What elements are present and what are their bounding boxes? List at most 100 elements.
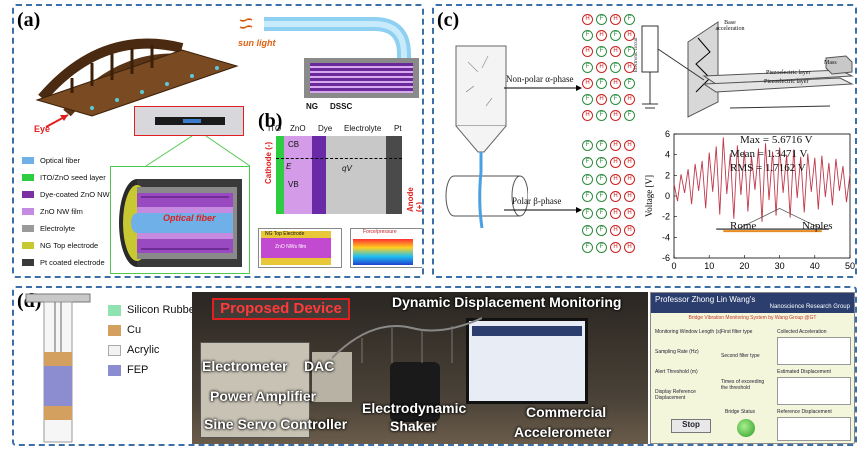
base-acceleration-label: Base acceleration (715, 20, 745, 32)
mass-label: Mass (824, 60, 837, 66)
qv-label: qV (342, 164, 352, 173)
ito-header: ITO (268, 124, 282, 133)
fiber-zoom-box: Optical fiber (110, 166, 250, 274)
cathode-label: Cathode (-) (264, 141, 273, 184)
zno-header: ZnO (290, 124, 306, 133)
naples-label: Naples (802, 220, 833, 232)
light-fiber (264, 17, 411, 89)
monitoring-gui: Professor Zhong Lin Wang's Nanoscience R… (650, 292, 855, 444)
ef-label: E (286, 162, 292, 171)
x-tick-label: 30 (775, 261, 785, 271)
zoom-lines (145, 135, 251, 167)
optical-fiber-label: Optical fiber (163, 213, 216, 223)
fiber-spin-illustration (445, 45, 528, 229)
gui-estimated-label: Estimated Displacement (777, 369, 831, 375)
electrolyte-header: Electrolyte (344, 124, 382, 133)
panel-a-label: (a) (17, 9, 41, 31)
collected-plot (777, 337, 851, 365)
legend-item: Optical fiber (22, 156, 80, 165)
y-tick-label: 2 (665, 170, 670, 180)
sun-rays-icon (239, 18, 253, 29)
x-tick-label: 0 (671, 261, 676, 271)
polar-arrow (504, 207, 582, 213)
x-tick-label: 50 (845, 261, 855, 271)
x-tick-label: 40 (810, 261, 820, 271)
ng-label: NG (306, 102, 318, 111)
proposed-device-box: Proposed Device (212, 298, 350, 320)
eye-label: Eye (34, 124, 51, 134)
stop-button[interactable]: Stop (671, 419, 711, 433)
force-label: Force/pressure (363, 229, 397, 235)
y-tick-label: 0 (665, 191, 670, 201)
gui-collected-label: Collected Acceleration (777, 329, 827, 335)
proposed-device-label: Proposed Device (220, 300, 342, 317)
gui-title: Professor Zhong Lin Wang's (655, 295, 756, 304)
dynamic-monitoring-label: Dynamic Displacement Monitoring (392, 294, 622, 310)
panel-d: (d) Silicon Rubber Cu Acrylic FEP Propos… (12, 286, 857, 446)
vb-label: VB (288, 180, 299, 189)
y-tick-label: -4 (662, 232, 670, 242)
gui-alert-label: Alert Threshold (m) (655, 369, 698, 375)
zno-film-label: ZnO NWs film (275, 244, 307, 250)
gui-display-label: Display Reference Displacement (655, 389, 696, 401)
panel-c-label: (c) (437, 9, 460, 31)
electrodynamic-label: Electrodynamic (362, 400, 467, 416)
y-tick-label: -6 (662, 253, 670, 263)
legend-item: NG Top electrode (22, 241, 98, 250)
electronic-circuit-label: Electronic circuit (634, 37, 639, 72)
sine-servo-label: Sine Servo Controller (204, 416, 348, 432)
ng-diagram-left: NG Top Electrode ZnO NWs film (258, 228, 342, 268)
piezo-layer-bottom: Piezoelectric layer (764, 79, 809, 85)
legend-item: ZnO NW film (22, 207, 83, 216)
electrometer-label: Electrometer (202, 358, 288, 374)
gui-sampling-label: Sampling Rate (Hz) (655, 349, 699, 355)
bridge-cables (737, 207, 823, 230)
bridge-illustration (35, 38, 239, 117)
legend-item: FEP (108, 364, 148, 376)
power-amplifier-label: Power Amplifier (210, 388, 317, 404)
panel-b-energy-diagram: ITO ZnO Dye Electrolyte Pt CB VB E qV Ca… (264, 124, 424, 216)
y-tick-label: 4 (665, 150, 670, 160)
cb-label: CB (288, 140, 300, 149)
gui-window-label: Monitoring Window Length (s) (655, 329, 722, 335)
commercial-label: Commercial (526, 404, 607, 420)
pt-header: Pt (394, 124, 402, 133)
legend-item: ITO/ZnO seed layer (22, 173, 106, 182)
gui-system-title: Bridge Vibration Monitoring System by Wa… (688, 315, 817, 321)
y-tick-label: -2 (662, 212, 670, 222)
ng-top-label: NG Top Electrode (265, 231, 305, 237)
accelerometer-label: Accelerometer (514, 424, 612, 440)
x-tick-label: 20 (739, 261, 749, 271)
dye-header: Dye (318, 124, 333, 133)
fiber-inset-box (134, 106, 244, 136)
device-cross-section (25, 293, 91, 443)
non-polar-label: Non-polar α-phase (506, 74, 574, 84)
gui-header: Professor Zhong Lin Wang's Nanoscience R… (651, 293, 854, 313)
rome-label: Rome (730, 220, 757, 232)
dac-label: DAC (304, 358, 335, 374)
dssc-label: DSSC (330, 102, 353, 111)
anode-label: Anode (+) (406, 187, 424, 212)
gui-bridge-status-label: Bridge Status (725, 409, 756, 415)
reference-plot (777, 417, 851, 441)
y-axis-label: Voltage [V] (644, 175, 654, 217)
voltage-series-line (673, 137, 851, 222)
gui-filter2-label: Second filter type (721, 353, 760, 359)
ng-dssc-device (304, 58, 419, 98)
legend-item: Electrolyte (22, 224, 75, 233)
legend-item: Dye-coated ZnO NWs (22, 190, 113, 199)
rms-label: RMS = 1.7162 V (730, 162, 806, 174)
panel-b-label: (b) (258, 110, 283, 132)
gui-subtitle: Nanoscience Research Group (769, 304, 850, 310)
eye-arrow (45, 114, 69, 128)
x-tick-label: 10 (704, 261, 714, 271)
ng-diagram-right: Force/pressure (350, 228, 422, 268)
polar-label: Polar β-phase (512, 196, 562, 206)
panel-a: (a) Eye sun light NG DSSC Optical fiber (12, 4, 424, 278)
bridge-status-led (737, 419, 755, 437)
max-label: Max = 5.6716 V (740, 134, 813, 146)
legend-item: Silicon Rubber (108, 304, 199, 316)
